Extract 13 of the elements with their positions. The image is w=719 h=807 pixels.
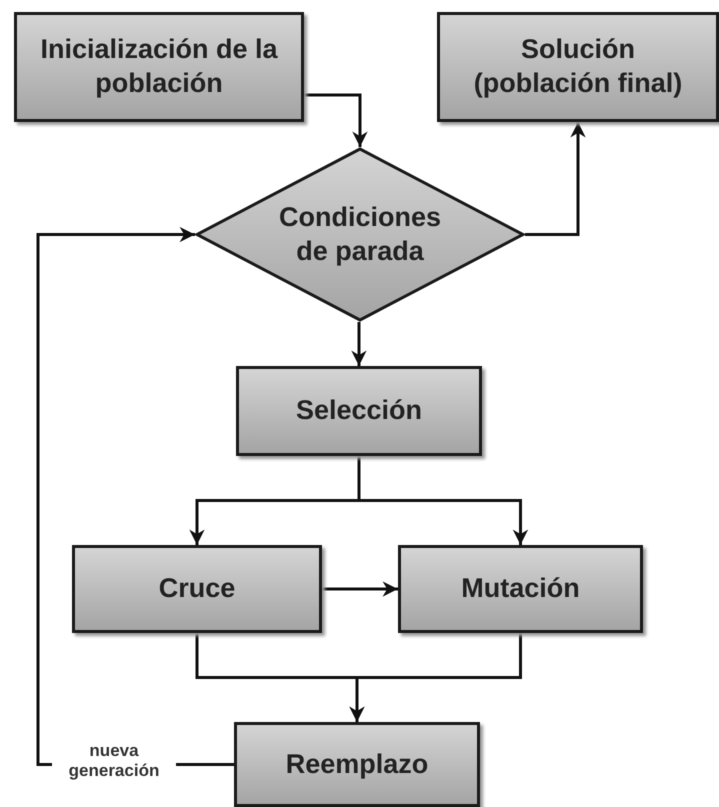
process-box: Cruce: [72, 545, 322, 633]
process-box: Mutación: [398, 545, 643, 633]
process-box: Inicialización de la población: [14, 12, 304, 122]
arrow: [349, 633, 522, 722]
arrow: [304, 94, 368, 147]
arrow: [525, 122, 586, 236]
arrow: [351, 322, 367, 366]
arrow: [322, 581, 398, 597]
process-box: Solución (población final): [437, 12, 719, 122]
process-box: Selección: [236, 366, 482, 456]
decision-diamond: Condiciones de parada: [195, 147, 525, 322]
arrow: [358, 456, 528, 545]
process-box: Reemplazo: [234, 722, 480, 807]
